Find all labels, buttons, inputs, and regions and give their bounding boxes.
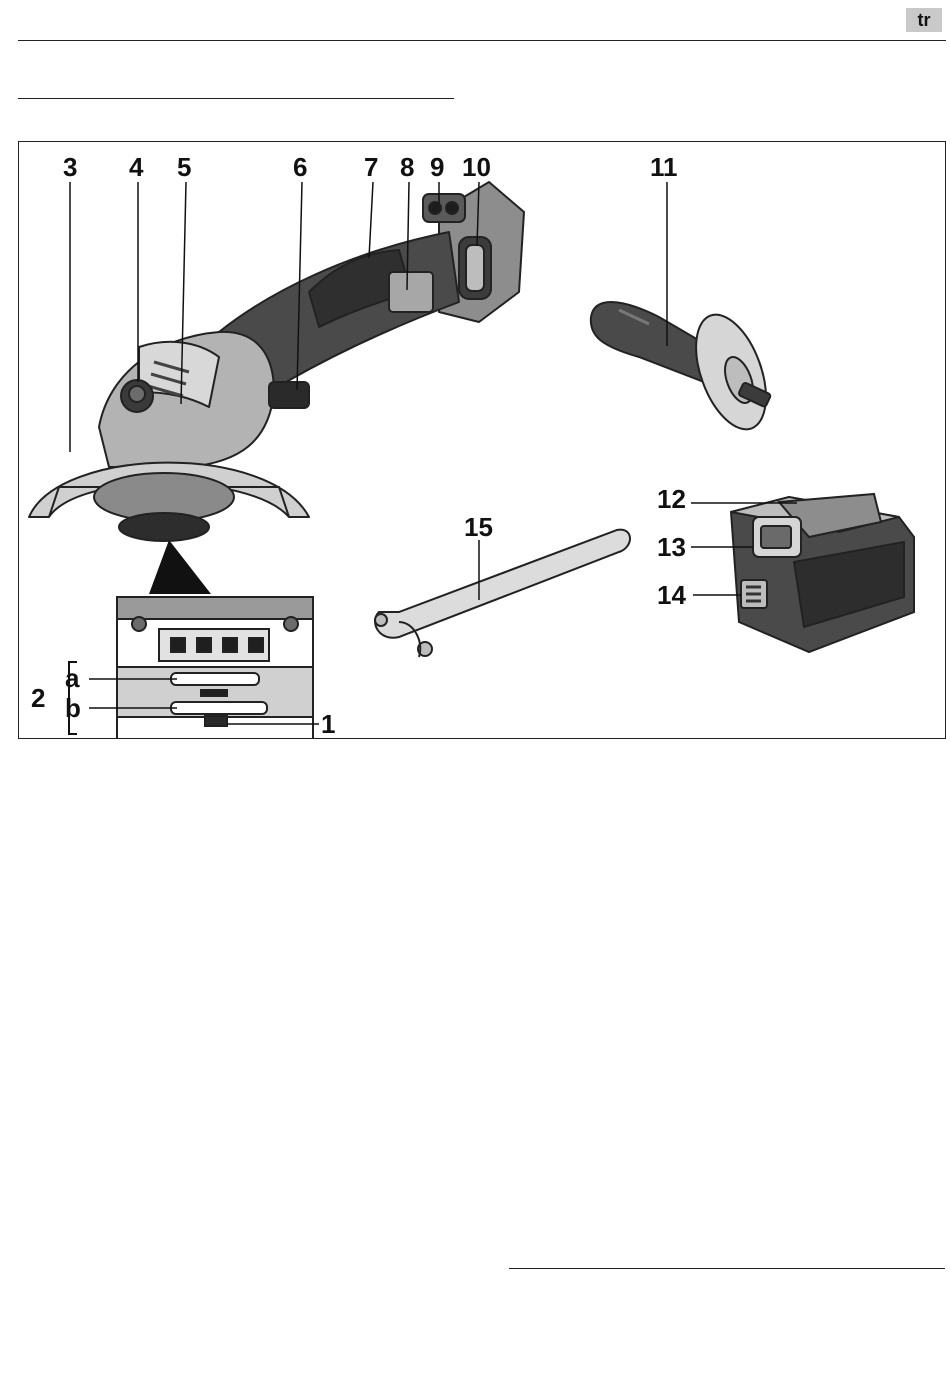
angle-grinder-illustration (29, 182, 524, 541)
header-rule (18, 40, 946, 41)
callout-2: 2 (31, 685, 45, 711)
callout-a: a (65, 665, 79, 691)
callout-12: 12 (657, 486, 686, 512)
callout-9: 9 (430, 154, 444, 180)
figure-illustration (19, 142, 946, 739)
section-rule (18, 98, 454, 99)
zoom-pointer (149, 540, 211, 594)
footer-rule (509, 1268, 945, 1269)
callout-b: b (65, 695, 81, 721)
callout-1: 1 (321, 711, 335, 737)
callout-11: 11 (650, 154, 678, 180)
callout-5: 5 (177, 154, 191, 180)
callout-13: 13 (657, 534, 686, 560)
callout-4: 4 (129, 154, 143, 180)
product-figure: 3 4 5 6 7 8 9 10 11 12 13 14 15 2 a b 1 (18, 141, 946, 739)
flange-detail-inset (117, 597, 313, 739)
callout-10: 10 (462, 154, 491, 180)
callout-8: 8 (400, 154, 414, 180)
battery-pack-illustration (731, 494, 914, 652)
language-badge: tr (906, 8, 942, 32)
callout-14: 14 (657, 582, 686, 608)
auxiliary-handle-illustration (591, 302, 780, 439)
callout-15: 15 (464, 514, 493, 540)
callout-7: 7 (364, 154, 378, 180)
spanner-illustration (375, 530, 630, 657)
callout-6: 6 (293, 154, 307, 180)
callout-3: 3 (63, 154, 77, 180)
